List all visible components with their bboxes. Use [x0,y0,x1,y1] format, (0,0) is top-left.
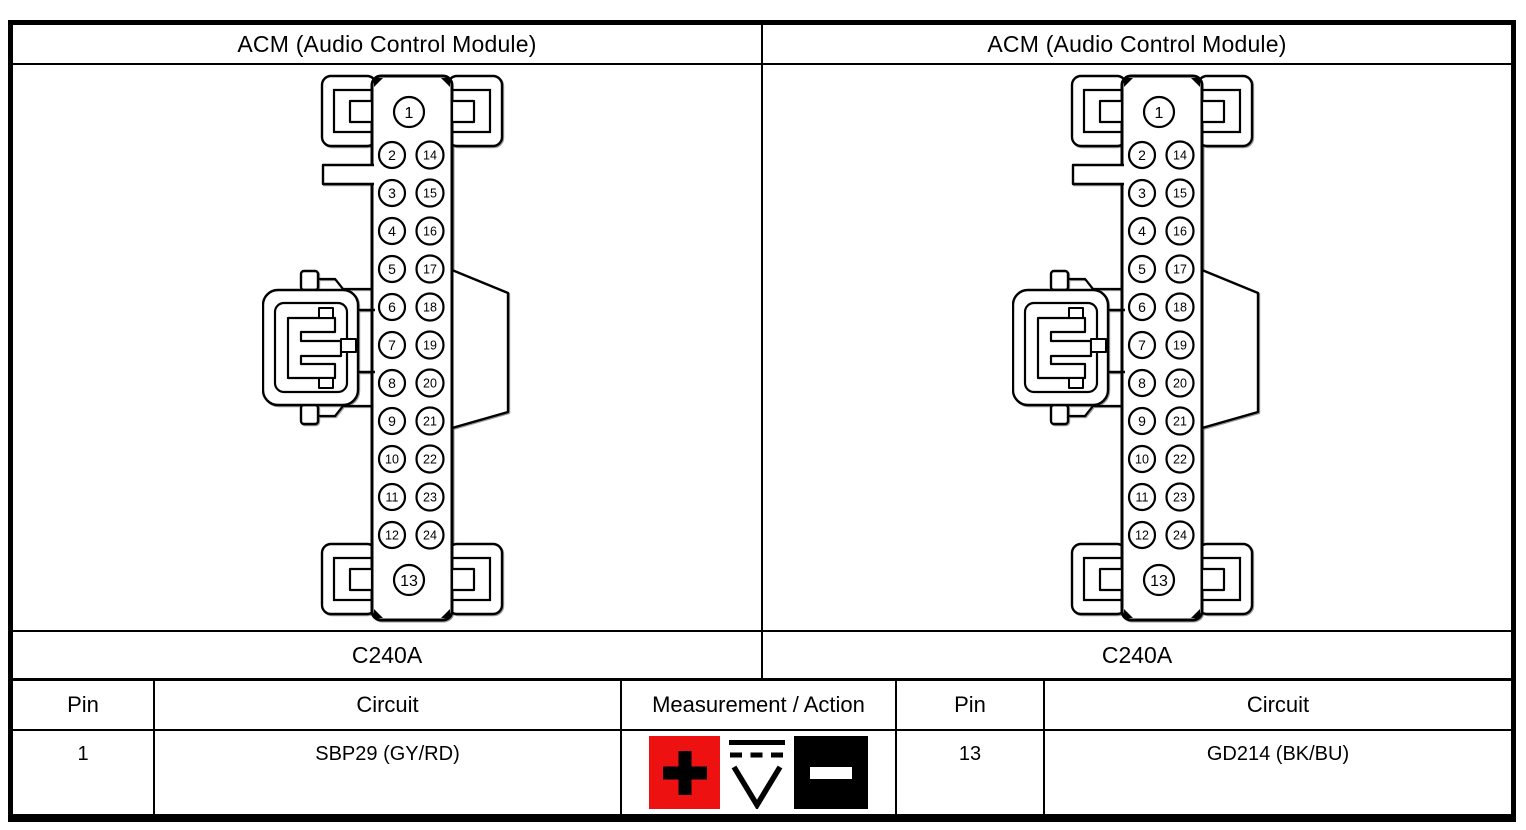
positive-probe-icon [649,736,720,809]
header-circuit-left: Circuit [155,681,622,729]
svg-text:16: 16 [1173,224,1187,238]
svg-text:17: 17 [1173,262,1187,276]
svg-text:1: 1 [1155,104,1164,121]
svg-text:21: 21 [423,414,437,428]
svg-text:3: 3 [388,185,396,201]
table-header-row: Pin Circuit Measurement / Action Pin Cir… [13,681,1511,729]
svg-text:18: 18 [423,300,437,314]
header-pin-left: Pin [13,681,155,729]
svg-text:14: 14 [423,148,437,162]
connector-label-row: C240A C240A [13,630,1511,681]
panel-title-left: ACM (Audio Control Module) [13,25,763,63]
svg-text:5: 5 [388,261,396,277]
table-data-row: 1 SBP29 (GY/RD) [13,729,1511,814]
cell-pin-right: 13 [897,731,1045,814]
svg-text:24: 24 [1173,528,1187,542]
svg-text:3: 3 [1138,185,1146,201]
svg-text:20: 20 [1173,376,1187,390]
measurement-action-icons [649,736,868,809]
svg-text:22: 22 [423,452,437,466]
cell-measurement [622,731,897,814]
svg-text:1: 1 [405,104,414,121]
svg-text:7: 7 [388,337,396,353]
svg-text:15: 15 [1173,186,1187,200]
svg-text:21: 21 [1173,414,1187,428]
svg-text:8: 8 [1138,375,1146,391]
svg-text:13: 13 [400,572,418,589]
svg-text:4: 4 [388,223,396,239]
svg-text:6: 6 [388,299,396,315]
svg-text:14: 14 [1173,148,1187,162]
svg-text:8: 8 [388,375,396,391]
cell-circuit-left: SBP29 (GY/RD) [155,731,622,814]
svg-text:10: 10 [385,452,399,466]
header-pin-right: Pin [897,681,1045,729]
connector-pinout-table: ACM (Audio Control Module) ACM (Audio Co… [8,20,1516,822]
svg-text:9: 9 [388,413,396,429]
svg-text:17: 17 [423,262,437,276]
panel-title-right: ACM (Audio Control Module) [987,30,1287,57]
svg-text:5: 5 [1138,261,1146,277]
svg-text:2: 2 [1138,147,1146,163]
svg-text:18: 18 [1173,300,1187,314]
header-circuit-right: Circuit [1246,692,1310,717]
svg-text:4: 4 [1138,223,1146,239]
svg-text:11: 11 [1136,490,1149,504]
svg-text:2: 2 [388,147,396,163]
svg-text:23: 23 [423,490,437,504]
svg-text:24: 24 [423,528,437,542]
dc-voltage-icon [726,736,788,809]
svg-text:11: 11 [386,490,399,504]
svg-text:10: 10 [1135,452,1149,466]
svg-text:19: 19 [1173,338,1187,352]
svg-text:20: 20 [423,376,437,390]
svg-text:23: 23 [1173,490,1187,504]
connector-label-right: C240A [1101,641,1173,668]
cell-circuit-right: GD214 (BK/BU) [1206,743,1350,765]
svg-text:19: 19 [423,338,437,352]
svg-text:13: 13 [1150,572,1168,589]
svg-text:16: 16 [423,224,437,238]
svg-text:12: 12 [1135,528,1149,542]
negative-probe-icon [794,736,868,809]
connector-label-left: C240A [13,632,763,678]
svg-text:7: 7 [1138,337,1146,353]
header-measurement: Measurement / Action [622,681,897,729]
svg-text:12: 12 [385,528,399,542]
svg-text:22: 22 [1173,452,1187,466]
svg-text:9: 9 [1138,413,1146,429]
svg-text:15: 15 [423,186,437,200]
panel-title-row: ACM (Audio Control Module) ACM (Audio Co… [13,25,1511,65]
cell-pin-left: 1 [13,731,155,814]
svg-text:6: 6 [1138,299,1146,315]
